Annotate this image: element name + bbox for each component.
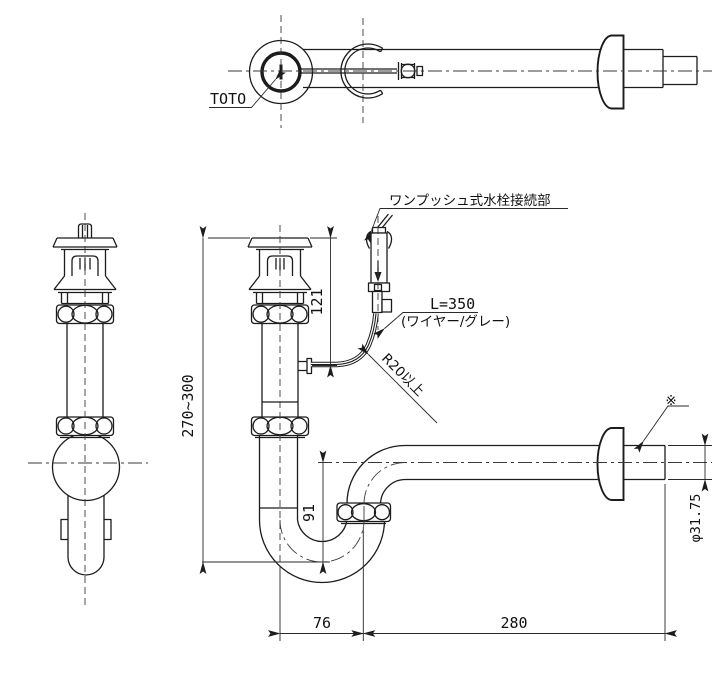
leader-wall-note — [633, 405, 689, 453]
riser-locknut-ellipse — [350, 503, 377, 522]
wire-outlet-fitting — [298, 357, 313, 375]
release-wire-core — [311, 313, 377, 366]
extension-lines — [202, 237, 712, 641]
wire-length-label: L=350 — [430, 295, 475, 313]
one-push-unit — [311, 213, 394, 368]
dim-121: 121 — [308, 288, 326, 315]
leader-one-push — [364, 208, 568, 243]
front-stopper-plunger — [266, 255, 294, 276]
brand-label: TOTO — [210, 90, 246, 108]
front-upper-locknut-left — [252, 305, 270, 323]
side-lower-locknut-right — [95, 417, 113, 435]
dim-diameter: φ31.75 — [688, 494, 704, 543]
leader-bend-radius — [357, 343, 438, 424]
side-upper-locknut-left — [57, 305, 75, 323]
front-lower-locknut-left — [252, 417, 270, 435]
side-trap-bend-circle — [51, 432, 121, 502]
side-skirt-flange — [53, 275, 117, 294]
dim-76: 76 — [313, 614, 331, 632]
faucet-connection-label: ワンプッシュ式水栓接続部 — [389, 192, 551, 209]
trap-inlet-tube — [258, 435, 299, 520]
leader-toto — [209, 68, 286, 108]
top-view — [248, 34, 698, 110]
unit-top-wires — [376, 213, 394, 229]
trap-centerline — [279, 462, 406, 563]
wall-note-symbol: ※ — [665, 393, 676, 409]
side-trap-tube — [60, 495, 112, 576]
side-body — [63, 249, 107, 276]
riser-locknut-right — [373, 504, 391, 521]
front-escutcheon — [596, 427, 625, 501]
front-skirt-flange — [248, 275, 312, 294]
bend-radius-label: R20以上 — [378, 351, 427, 400]
annotations: TOTO ワンプッシュ式水栓接続部 L=350 (ワイヤー/グレー) R20以上… — [179, 90, 704, 632]
leader-wire — [373, 312, 478, 339]
riser-locknut-left — [337, 504, 354, 521]
front-upper-locknut-right — [290, 305, 308, 323]
front-body — [258, 249, 302, 276]
lift-rod — [301, 68, 397, 74]
side-lower-locknut-left — [57, 417, 75, 435]
top-view-pipe — [303, 48, 698, 89]
side-upper-locknut-right — [95, 305, 113, 323]
front-lower-locknut-right — [290, 417, 308, 435]
wire-type-label: (ワイヤー/グレー) — [401, 314, 510, 330]
unit-stem — [371, 290, 383, 314]
centerlines — [28, 15, 712, 605]
side-view — [51, 223, 121, 576]
front-ring — [255, 292, 305, 305]
dim-280: 280 — [500, 614, 527, 632]
dimensions — [199, 68, 712, 641]
side-stopper-plunger — [71, 255, 99, 276]
side-ring — [60, 292, 110, 305]
side-tailpipe — [66, 323, 104, 417]
trap-u-bend — [258, 519, 386, 584]
release-wire-inner — [311, 313, 378, 367]
dim-height: 270~300 — [179, 374, 197, 437]
release-wire — [311, 313, 379, 368]
unit-cap — [371, 226, 387, 234]
top-view-escutcheon — [596, 34, 625, 110]
unit-side-tab — [381, 298, 393, 313]
dim-91: 91 — [300, 504, 318, 522]
